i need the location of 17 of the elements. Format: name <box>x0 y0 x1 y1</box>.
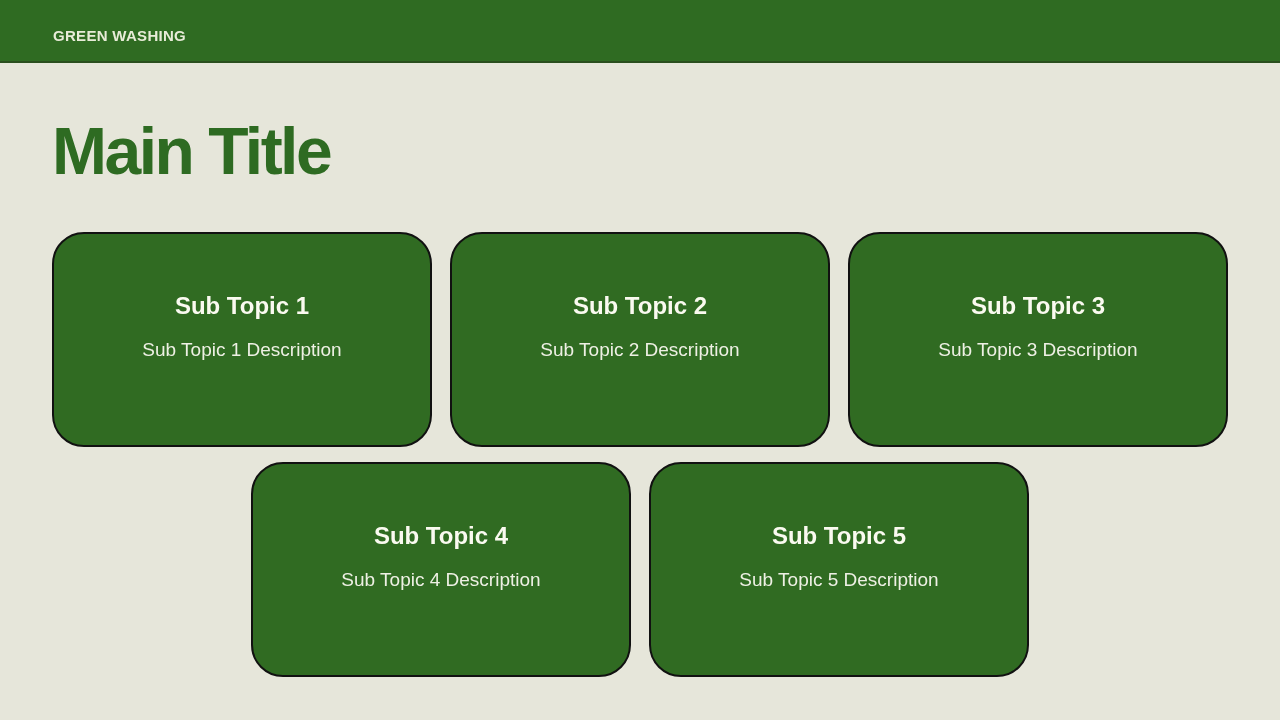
card-heading: Sub Topic 1 <box>174 291 310 321</box>
card-description: Sub Topic 1 Description <box>142 338 342 362</box>
card-heading: Sub Topic 5 <box>771 521 907 551</box>
main-title: Main Title <box>52 113 331 189</box>
card-description: Sub Topic 3 Description <box>938 338 1138 362</box>
topic-card <box>848 232 1228 447</box>
card-description: Sub Topic 5 Description <box>739 568 939 592</box>
topic-card <box>251 462 631 677</box>
topic-card <box>52 232 432 447</box>
card-heading: Sub Topic 2 <box>572 291 708 321</box>
topic-card <box>450 232 830 447</box>
header-text: GREEN WASHING <box>53 27 187 45</box>
card-description: Sub Topic 2 Description <box>540 338 740 362</box>
card-description: Sub Topic 4 Description <box>341 568 541 592</box>
topic-card <box>649 462 1029 677</box>
card-heading: Sub Topic 3 <box>970 291 1106 321</box>
card-heading: Sub Topic 4 <box>373 521 509 551</box>
